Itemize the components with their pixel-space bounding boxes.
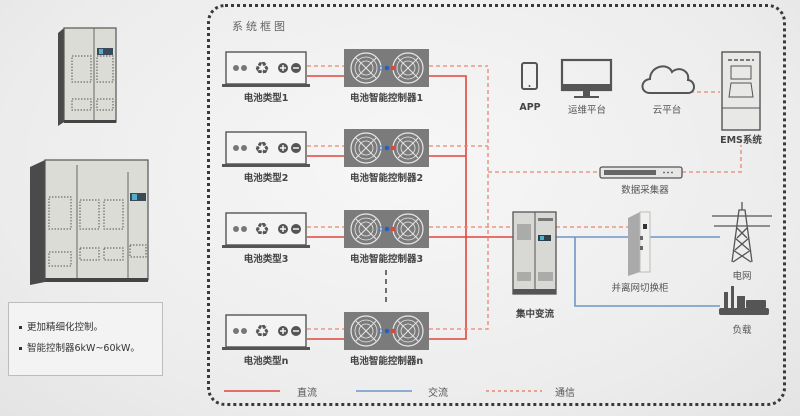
data-collector-label: 数据采集器 xyxy=(621,185,669,196)
central-pcs-label: 集中变流 xyxy=(515,309,554,320)
controller-unit xyxy=(344,312,429,350)
cabinet-small-image xyxy=(58,27,117,126)
ac-line-load xyxy=(574,237,720,307)
status-dot xyxy=(384,328,390,334)
system-diagram-frame xyxy=(207,4,786,406)
battery-unit: ♻ xyxy=(222,51,310,87)
status-dot xyxy=(390,328,396,334)
fan-icon xyxy=(350,213,382,245)
central-pcs-icon xyxy=(512,211,557,295)
grid-tower-icon xyxy=(712,202,772,263)
terminal-icon xyxy=(233,65,239,71)
battery-label: 电池类型2 xyxy=(243,173,289,184)
status-dot xyxy=(384,65,390,71)
cloud-platform-label: 云平台 xyxy=(652,105,682,116)
cloud-icon xyxy=(641,65,695,94)
terminal-icon xyxy=(233,145,239,151)
status-dot xyxy=(384,145,390,151)
controller-label: 电池智能控制器3 xyxy=(349,254,424,265)
terminal-icon xyxy=(241,145,247,151)
battery-unit: ♻ xyxy=(222,212,310,248)
legend-comm-label: 通信 xyxy=(555,388,575,399)
ems-cabinet-icon xyxy=(721,51,761,131)
recycle-icon: ♻ xyxy=(254,220,269,240)
battery-label: 电池类型n xyxy=(243,356,289,367)
controller-unit xyxy=(344,210,429,248)
ems-label: EMS系统 xyxy=(720,135,762,146)
terminal-icon xyxy=(241,328,247,334)
feature-notes: 更加精细化控制。 智能控制器6kW~60kW。 xyxy=(8,302,163,376)
comm-lines xyxy=(307,65,742,330)
recycle-icon: ♻ xyxy=(254,322,269,342)
load-label: 负载 xyxy=(732,325,752,336)
status-dot xyxy=(378,145,384,151)
terminal-icon xyxy=(241,226,247,232)
controller-label: 电池智能控制器n xyxy=(349,356,424,367)
status-dot xyxy=(390,65,396,71)
recycle-icon: ♻ xyxy=(254,139,269,159)
status-dot xyxy=(378,328,384,334)
status-dot xyxy=(390,145,396,151)
battery-label: 电池类型1 xyxy=(243,93,289,104)
status-dot xyxy=(378,65,384,71)
terminal-icon xyxy=(233,328,239,334)
legend-dc-label: 直流 xyxy=(297,388,317,399)
controller-label: 电池智能控制器1 xyxy=(349,93,424,104)
data-collector-icon xyxy=(599,166,683,179)
note-item: 更加精细化控制。 xyxy=(19,319,162,333)
monitor-icon xyxy=(560,58,613,98)
battery-unit: ♻ xyxy=(222,131,310,167)
status-dot xyxy=(390,226,396,232)
status-dot xyxy=(384,226,390,232)
battery-unit: ♻ xyxy=(222,314,310,350)
fan-icon xyxy=(350,315,382,347)
fan-icon xyxy=(350,52,382,84)
terminal-icon xyxy=(233,226,239,232)
bullet-icon xyxy=(19,326,22,329)
switch-cabinet-icon xyxy=(628,211,651,276)
fan-icon xyxy=(350,132,382,164)
app-label: APP xyxy=(519,102,541,113)
battery-label: 电池类型3 xyxy=(243,254,289,265)
diagram-title: 系统框图 xyxy=(232,20,288,33)
load-factory-icon xyxy=(719,286,769,315)
switch-cabinet-label: 并离网切换柜 xyxy=(611,283,669,294)
dc-lines xyxy=(307,75,513,340)
controller-unit xyxy=(344,129,429,167)
ops-platform-label: 运维平台 xyxy=(567,105,606,116)
terminal-icon xyxy=(241,65,247,71)
note-item: 智能控制器6kW~60kW。 xyxy=(19,340,162,354)
controller-unit xyxy=(344,49,429,87)
status-dot xyxy=(378,226,384,232)
recycle-icon: ♻ xyxy=(254,59,269,79)
bullet-icon xyxy=(19,347,22,350)
cabinet-large-image xyxy=(30,159,149,285)
controller-label: 电池智能控制器2 xyxy=(349,173,424,184)
legend-ac-label: 交流 xyxy=(428,388,448,399)
app-phone-icon xyxy=(521,62,538,90)
ac-lines xyxy=(556,236,720,307)
grid-label: 电网 xyxy=(732,271,752,282)
dc-bus xyxy=(429,75,467,340)
